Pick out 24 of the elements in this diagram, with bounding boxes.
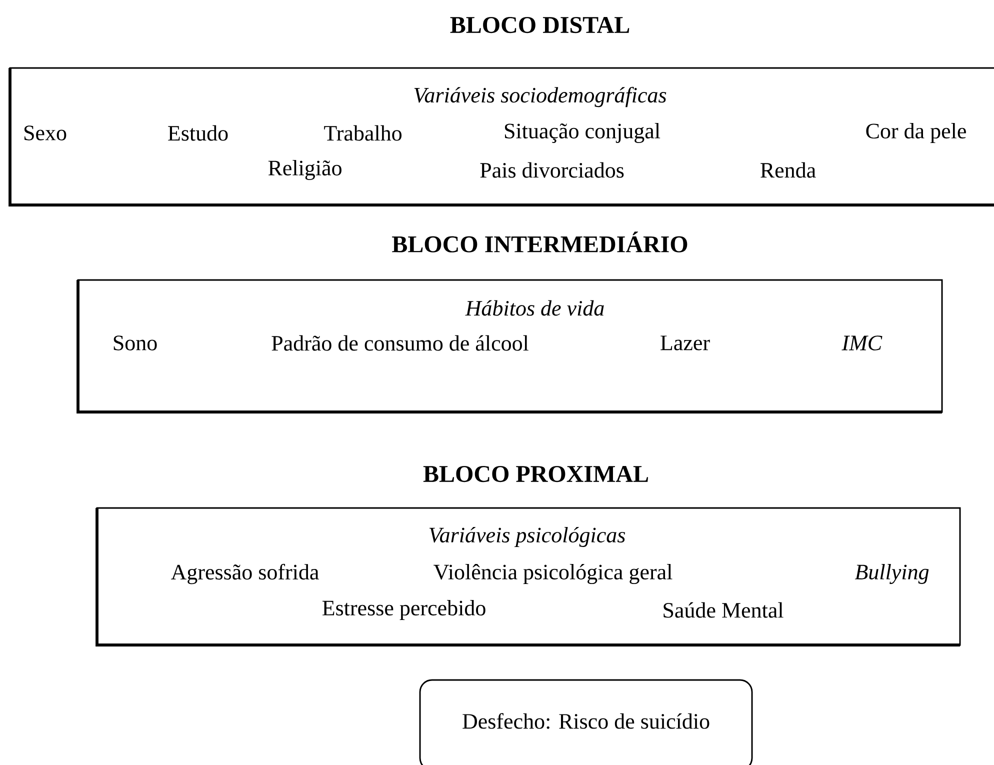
variable-label: Religião xyxy=(268,160,342,180)
block-heading: BLOCO PROXIMAL xyxy=(423,466,648,482)
variable-label: Saúde Mental xyxy=(664,602,784,618)
variable-label: Sono xyxy=(114,336,157,350)
variable-label: Pais divorciados xyxy=(480,162,624,178)
variable-label: Cor da pele xyxy=(866,123,966,143)
group-title: Variáveis psicológicas xyxy=(429,527,626,547)
variable-label: IMC xyxy=(842,336,882,350)
group-title: Hábitos de vida xyxy=(465,300,604,316)
variable-label: Estresse percebido xyxy=(322,600,486,620)
group-title: Variáveis sociodemográficas xyxy=(414,86,666,108)
variable-label: Padrão de consumo de álcool xyxy=(272,335,528,351)
variable-label: Bullying xyxy=(854,564,929,584)
variable-label: Desfecho: Risco de suicídio xyxy=(462,713,710,729)
variable-label: Violência psicológica geral xyxy=(434,564,672,584)
variable-label: Renda xyxy=(760,162,816,178)
block-heading: BLOCO DISTAL xyxy=(450,16,630,34)
variable-label: Lazer xyxy=(660,336,710,350)
variable-label: Agressão sofrida xyxy=(171,564,319,584)
block-heading: BLOCO INTERMEDIÁRIO xyxy=(392,232,688,252)
variable-label: Estudo xyxy=(168,125,228,141)
variable-label: Situação conjugal xyxy=(504,123,660,143)
variable-label: Sexo xyxy=(24,126,66,140)
variable-label: Trabalho xyxy=(324,125,402,141)
